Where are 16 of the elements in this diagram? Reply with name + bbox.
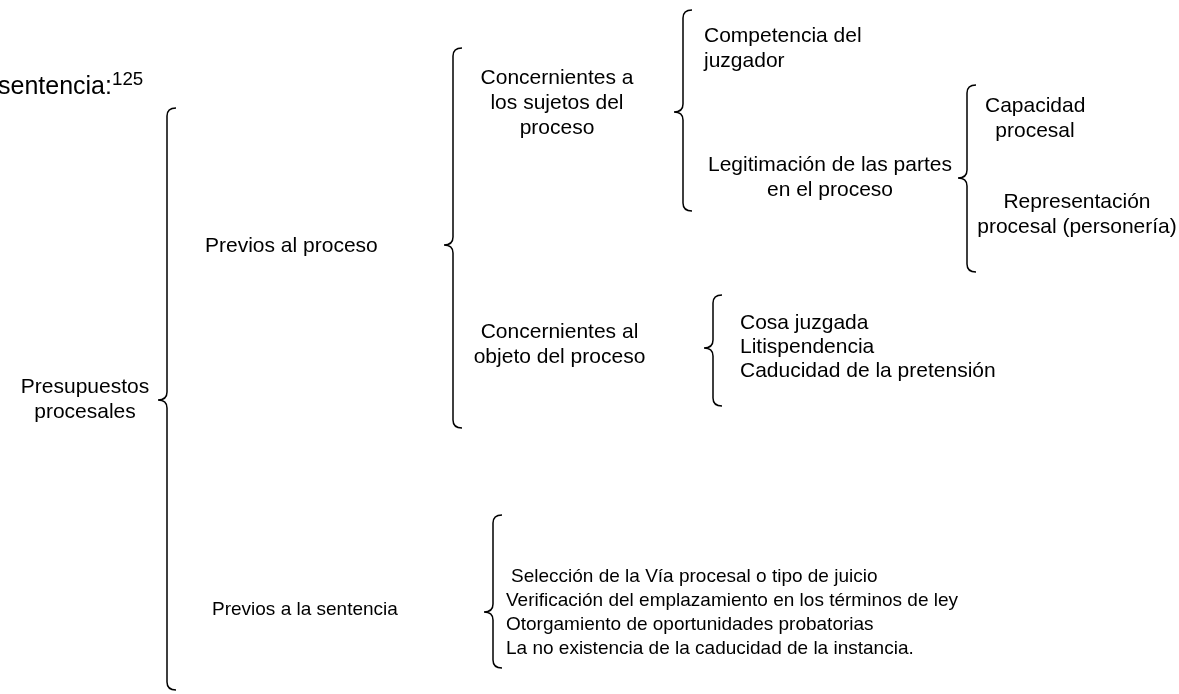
tree-item: Otorgamiento de oportunidades probatorias (506, 613, 1066, 636)
tree-item: Caducidad de la pretensión (740, 357, 1060, 383)
tree-item: Verificación del emplazamiento en los términos de ley (506, 589, 1086, 612)
tree-item: Legitimación de las partes en el proceso (700, 151, 960, 202)
tree-item: Selección de la Vía procesal o tipo de juicio (511, 565, 1071, 588)
tree-item: Concernientes al objeto del proceso (472, 318, 647, 369)
tree-item: Competencia del juzgador (704, 22, 944, 73)
tree-item: Cosa juzgada (740, 309, 1040, 335)
tree-item: Concernientes a los sujetos del proceso (472, 64, 642, 140)
tree-item: Litispendencia (740, 333, 1040, 359)
tree-item: Representación procesal (personería) (975, 188, 1179, 239)
tree-item: Previos al proceso (205, 232, 445, 258)
tree-item: Presupuestos procesales (10, 373, 160, 424)
tree-item: Capacidad procesal (985, 92, 1085, 143)
tree-item: Previos a la sentencia (212, 598, 482, 621)
tree-item: La no existencia de la caducidad de la instancia. (506, 637, 1066, 660)
